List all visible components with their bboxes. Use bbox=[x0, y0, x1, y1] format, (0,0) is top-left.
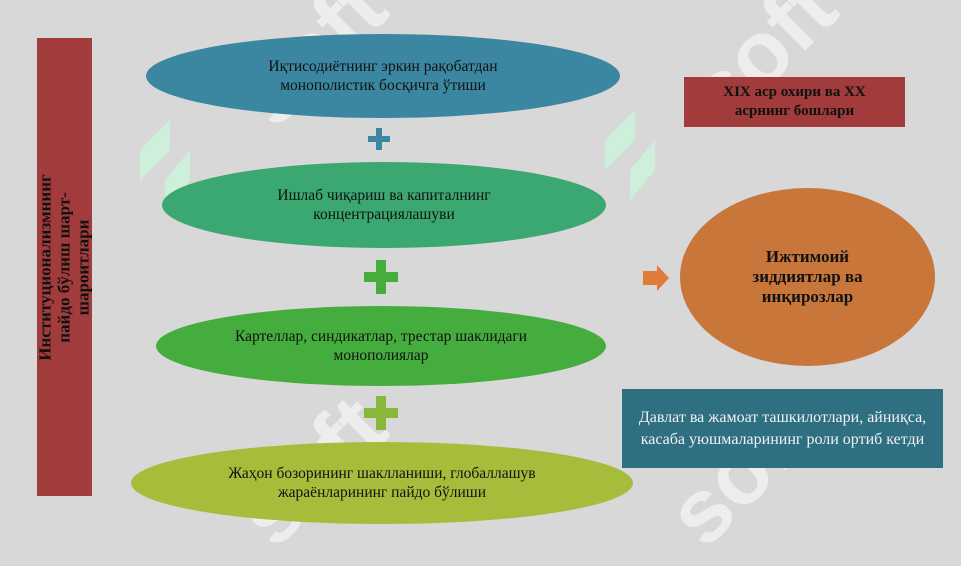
step-text-4: Жаҳон бозорининг шаклланиши, глобаллашув… bbox=[228, 465, 536, 501]
role-text: Давлат ва жамоат ташкилотлари, айниқса, … bbox=[638, 408, 927, 448]
plus-icon bbox=[368, 128, 390, 150]
period-text: XIX аср охири ва XX асрнинг бошлари bbox=[723, 84, 866, 119]
step-ellipse-2: Ишлаб чиқариш ва капиталнинг концентраци… bbox=[162, 162, 606, 248]
period-box: XIX аср охири ва XX асрнинг бошлари bbox=[684, 77, 905, 127]
result-text: Ижтимоий зиддиятлар ва инқирозлар bbox=[752, 247, 863, 306]
watermark-logo-icon bbox=[605, 110, 655, 200]
step-ellipse-4: Жаҳон бозорининг шаклланиши, глобаллашув… bbox=[131, 442, 633, 524]
plus-icon bbox=[364, 260, 398, 294]
step-ellipse-3: Картеллар, синдикатлар, трестар шаклидаг… bbox=[156, 306, 606, 386]
result-ellipse: Ижтимоий зиддиятлар ва инқирозлар bbox=[680, 188, 935, 366]
right-arrow-icon bbox=[643, 265, 669, 291]
role-box: Давлат ва жамоат ташкилотлари, айниқса, … bbox=[622, 389, 943, 468]
step-text-1: Иқтисодиётнинг эркин рақобатдан монополи… bbox=[268, 58, 498, 94]
side-label-bar: Институционализмнинг пайдо бўлиш шарт-ша… bbox=[36, 38, 94, 496]
step-text-3: Картеллар, синдикатлар, трестар шаклидаг… bbox=[234, 328, 528, 364]
plus-icon bbox=[364, 396, 398, 430]
side-label-text: Институционализмнинг пайдо бўлиш шарт-ша… bbox=[36, 173, 94, 361]
step-text-2: Ишлаб чиқариш ва капиталнинг концентраци… bbox=[277, 187, 491, 223]
step-ellipse-1: Иқтисодиётнинг эркин рақобатдан монополи… bbox=[146, 34, 620, 118]
